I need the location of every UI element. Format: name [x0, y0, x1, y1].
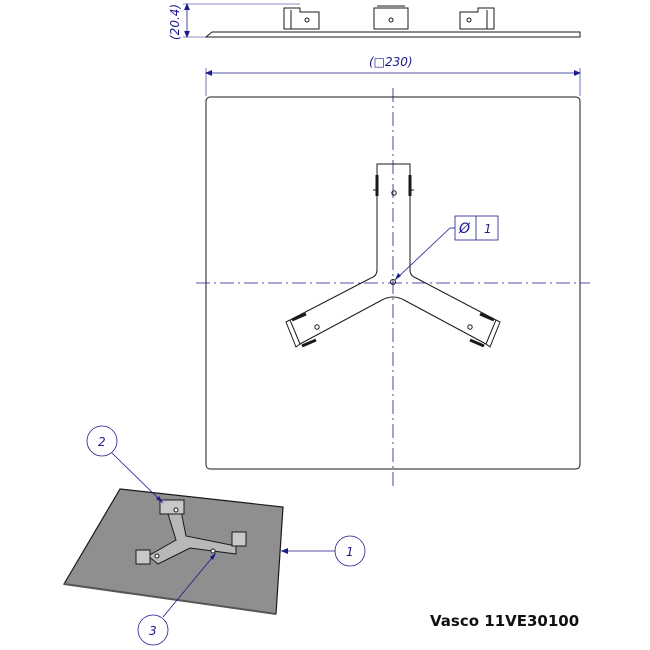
isometric-view — [63, 488, 284, 615]
top-arm-bracket — [373, 163, 414, 196]
product-caption: Vasco 11VE30100 — [430, 612, 580, 630]
height-dimension — [183, 2, 300, 39]
side-view-plate — [204, 31, 581, 38]
balloon-y-frame-label: 3 — [149, 624, 157, 638]
side-view-bracket-center — [373, 5, 409, 30]
side-view-bracket-left — [283, 7, 320, 30]
tolerance-datum: 1 — [484, 222, 492, 236]
y-frame-outline — [289, 168, 497, 345]
tolerance-symbol: Ø — [458, 221, 471, 237]
center-hole — [390, 279, 396, 285]
side-view — [204, 5, 581, 38]
balloon-bracket-end: 2 — [86, 425, 164, 504]
tolerance-leader — [394, 227, 451, 281]
left-arm-bracket — [285, 312, 320, 348]
balloon-bracket-end-label: 2 — [98, 435, 106, 449]
right-arm-hole — [467, 324, 473, 330]
isometric-y-frame — [135, 499, 247, 565]
top-view: Ø 1 — [196, 88, 590, 488]
balloon-y-frame: 3 — [137, 552, 217, 646]
right-arm-bracket — [467, 312, 501, 348]
balloon-plate-label: 1 — [346, 545, 354, 559]
tolerance-frame: Ø 1 — [454, 215, 499, 241]
width-dimension-label: (□230) — [369, 55, 413, 69]
height-dimension-label: (20.4) — [168, 4, 182, 40]
side-view-bracket-right — [459, 7, 495, 30]
left-arm-hole — [314, 324, 320, 330]
top-arm-hole — [391, 190, 397, 196]
width-dimension — [204, 68, 582, 96]
balloon-plate: 1 — [281, 535, 366, 567]
